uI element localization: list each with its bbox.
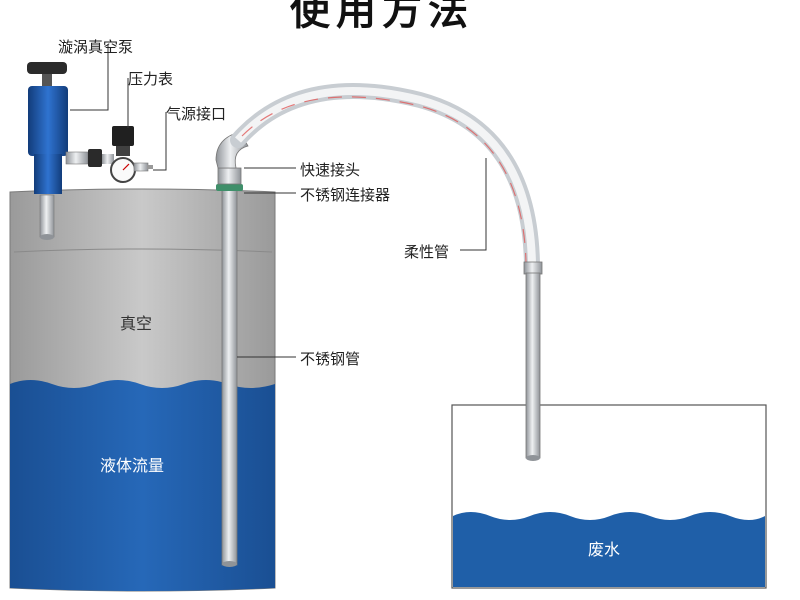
flexible-hose — [230, 83, 540, 273]
connector-ring — [216, 184, 243, 191]
label-waste-water: 废水 — [588, 540, 621, 559]
label-pressure-gauge: 压力表 — [128, 70, 174, 88]
leader-flexible-hose — [460, 158, 487, 251]
label-quick-coupler: 快速接头 — [300, 161, 361, 179]
stainless-pipe — [221, 184, 238, 566]
label-flexible-hose: 柔性管 — [404, 243, 450, 261]
label-ss-pipe: 不锈钢管 — [300, 350, 361, 368]
outlet-pipe — [525, 272, 541, 459]
label-air-inlet: 气源接口 — [166, 105, 227, 123]
label-vortex-pump: 漩涡真空泵 — [58, 38, 134, 56]
leader-vortex-pump — [70, 44, 109, 111]
waste-tank — [451, 404, 767, 589]
vortex-pump — [27, 62, 153, 240]
drum-liquid — [10, 380, 275, 591]
page-title: 使用方法 — [290, 0, 474, 34]
waste-water — [453, 512, 765, 587]
label-liquid-flow: 液体流量 — [100, 456, 165, 475]
label-ss-connector: 不锈钢连接器 — [300, 186, 391, 204]
leader-air-inlet — [153, 112, 167, 171]
label-vacuum: 真空 — [120, 314, 153, 333]
leader-lines — [70, 44, 487, 358]
